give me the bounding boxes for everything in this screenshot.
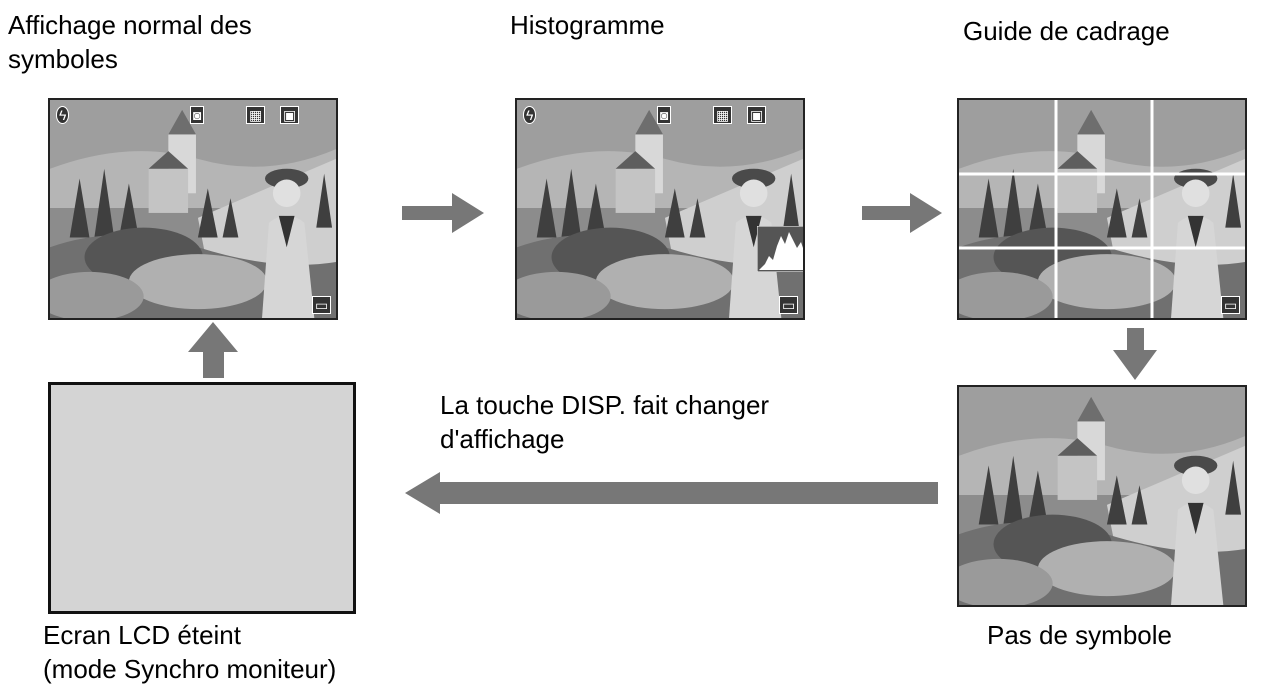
arrow-down (1113, 328, 1157, 380)
arrow-left-long (405, 472, 938, 514)
arrow-right-1 (402, 193, 484, 233)
arrow-right-2 (862, 193, 942, 233)
arrow-up (188, 322, 238, 378)
